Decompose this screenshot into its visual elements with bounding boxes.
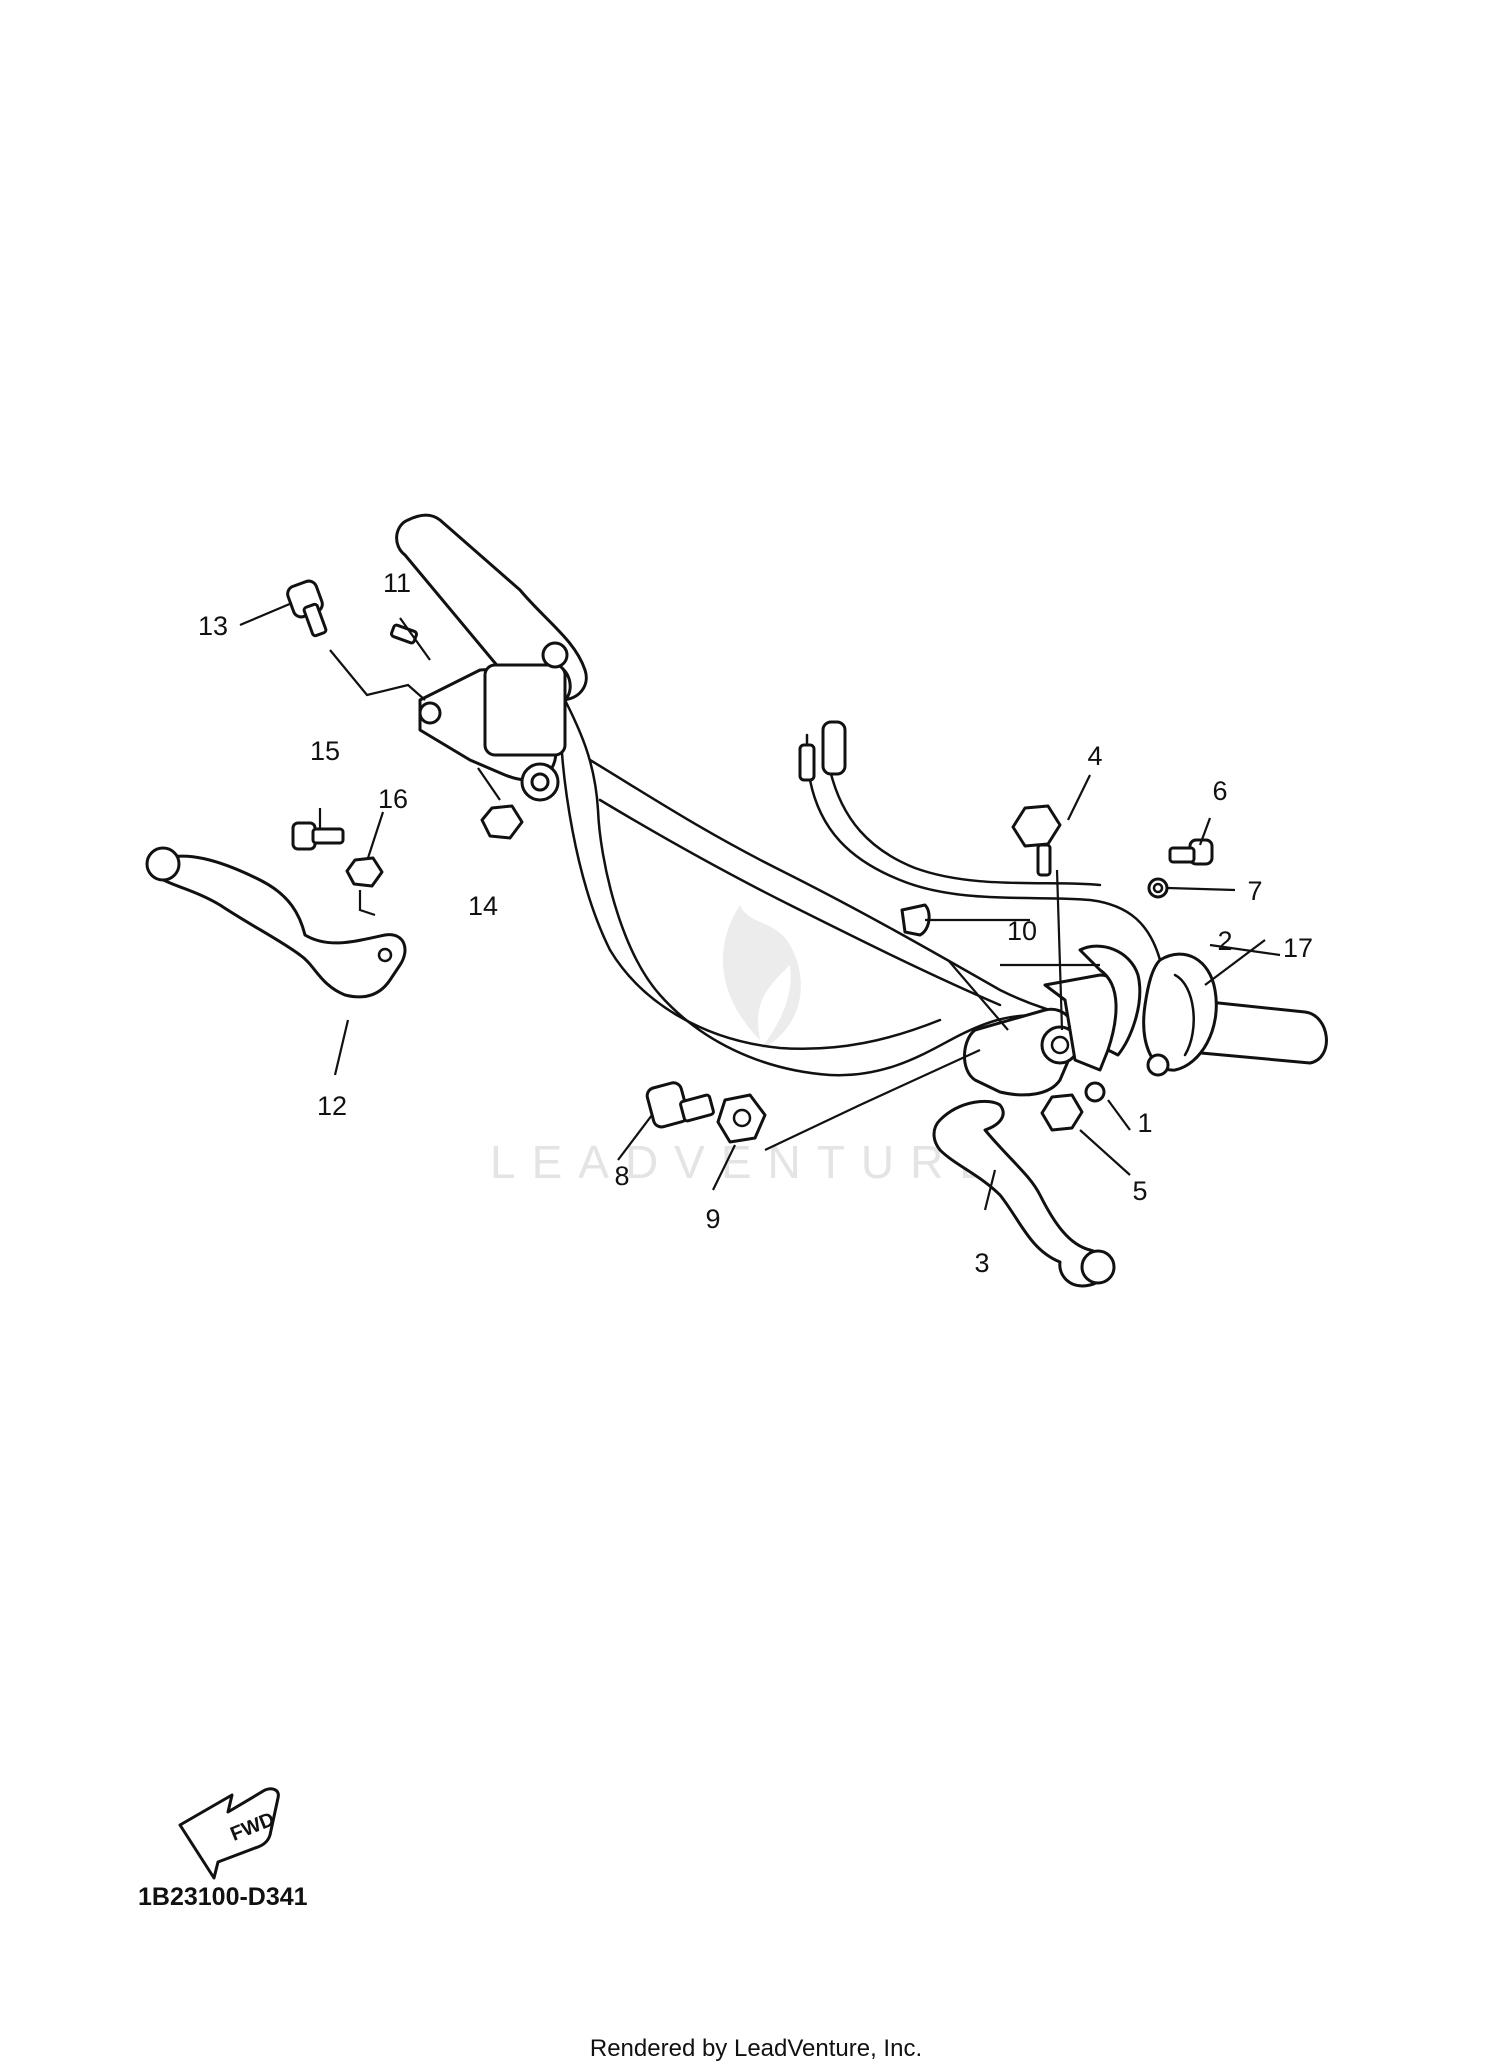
switch-wire bbox=[798, 720, 1162, 962]
diagram-code: 1B23100-D341 bbox=[138, 1883, 308, 1911]
callout-6: 6 bbox=[1212, 776, 1227, 806]
callout-13: 13 bbox=[198, 611, 228, 641]
callout-8: 8 bbox=[614, 1161, 629, 1191]
callout-11: 11 bbox=[383, 568, 411, 598]
switch-housing bbox=[1142, 952, 1218, 1077]
nut-5 bbox=[1040, 1093, 1084, 1132]
callout-2: 2 bbox=[1217, 926, 1232, 956]
callout-3: 3 bbox=[974, 1248, 989, 1278]
washer-7 bbox=[1147, 877, 1169, 899]
callout-4: 4 bbox=[1087, 741, 1102, 771]
adjuster-8 bbox=[645, 1081, 715, 1129]
watermark-logo bbox=[722, 905, 801, 1050]
clutch-lever bbox=[932, 1099, 1116, 1288]
callout-17: 17 bbox=[1283, 933, 1313, 963]
render-credit: Rendered by LeadVenture, Inc. bbox=[590, 2035, 922, 2062]
screw-11 bbox=[390, 623, 418, 645]
fwd-arrow-icon: FWD bbox=[178, 1787, 280, 1880]
watermark-text: LEADVENTURE bbox=[490, 1136, 1006, 1188]
bolt-6 bbox=[1168, 838, 1214, 866]
nut-14 bbox=[480, 804, 524, 840]
callout-15: 15 bbox=[310, 736, 340, 766]
locknut-9 bbox=[716, 1093, 767, 1144]
callout-10: 10 bbox=[1007, 916, 1037, 946]
clip-10 bbox=[900, 903, 931, 937]
nut-16 bbox=[345, 856, 384, 888]
lever-holder bbox=[963, 944, 1142, 1103]
callout-14: 14 bbox=[468, 891, 498, 921]
bolt-4 bbox=[1011, 804, 1062, 877]
bolt-15 bbox=[291, 821, 345, 851]
callout-16: 16 bbox=[378, 784, 408, 814]
callout-9: 9 bbox=[705, 1204, 720, 1234]
callout-12: 12 bbox=[317, 1091, 347, 1121]
brake-lever bbox=[145, 846, 407, 999]
leader-lines bbox=[239, 601, 1281, 1211]
callout-7: 7 bbox=[1247, 876, 1262, 906]
bolt-13 bbox=[286, 579, 328, 638]
callout-5: 5 bbox=[1132, 1176, 1147, 1206]
callouts: 1 2 3 4 5 6 7 8 9 10 11 12 13 14 15 16 1… bbox=[198, 568, 1313, 1278]
callout-1: 1 bbox=[1137, 1108, 1152, 1138]
master-cylinder bbox=[418, 641, 572, 802]
